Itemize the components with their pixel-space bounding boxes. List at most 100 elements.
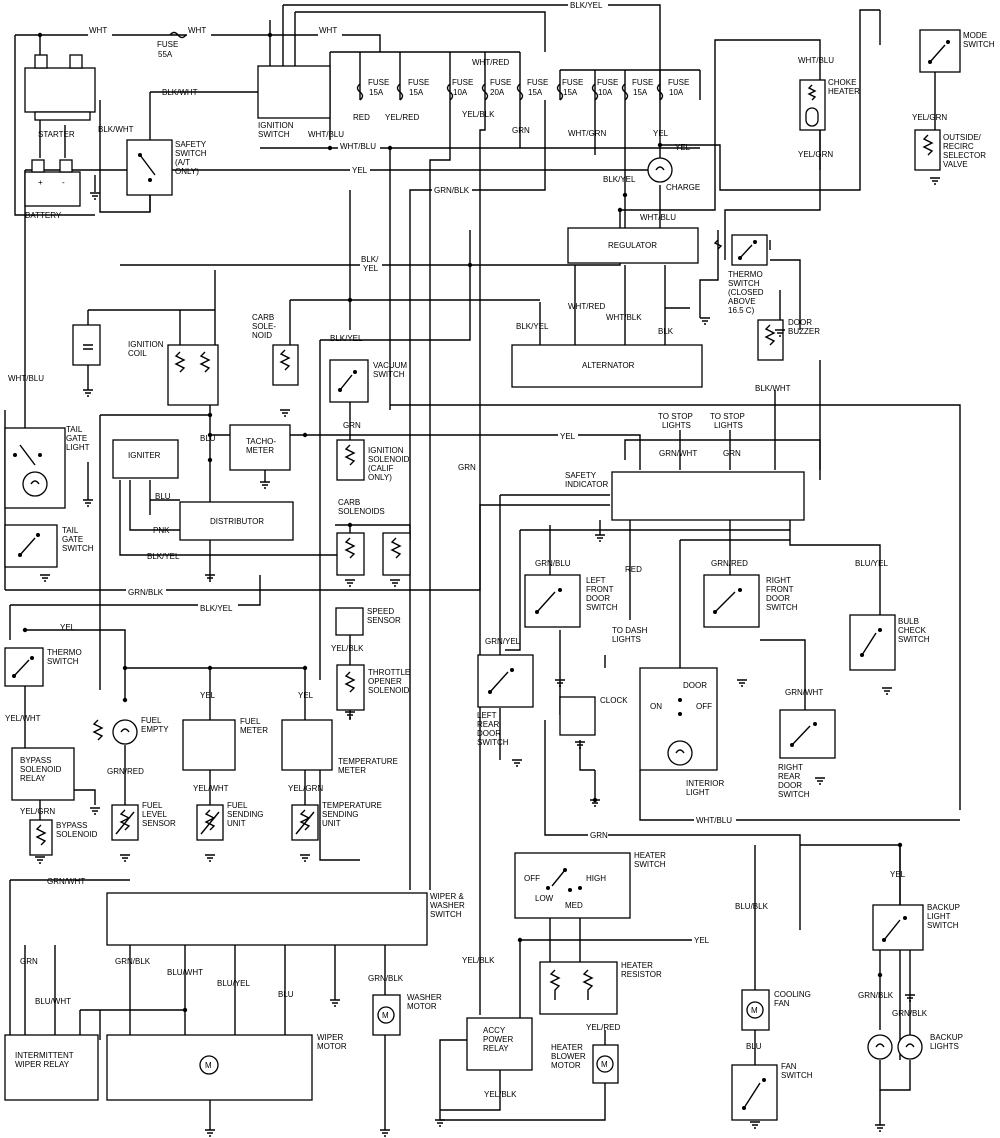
junction-dot [387, 145, 393, 151]
ground-icon [330, 999, 340, 1007]
label-line: LIGHTS [930, 1042, 959, 1051]
label-line: UNIT [227, 819, 246, 828]
tachometer: TACHO- METER [229, 424, 291, 471]
ground-icon [590, 799, 600, 807]
label-line: ONLY) [368, 473, 392, 482]
thermo-switch: THERMO SWITCH [4, 647, 82, 687]
wire-label: WHT/GRN [568, 129, 606, 138]
backup-lights: BACKUP LIGHTS [867, 1033, 963, 1060]
wire-label: YEL/BLK [462, 956, 495, 965]
to-dash-lights-label: TO DASH LIGHTS [612, 626, 648, 644]
wire-label: GRN/BLK [434, 186, 470, 195]
ground-icon [345, 711, 355, 719]
junction-dot [327, 145, 333, 151]
fuse-9: FUSE 10A [656, 78, 689, 101]
throttle-opener-label: THROTTLE [368, 668, 410, 677]
alternator: ALTERNATOR [511, 344, 703, 388]
fuse-label: FUSE [597, 78, 618, 87]
svg-text:-: - [62, 178, 65, 187]
wire-label: YEL [352, 166, 368, 175]
regulator-label: REGULATOR [608, 241, 657, 250]
wire-label: YEL/GRN [20, 807, 55, 816]
wire-label: GRN [512, 126, 530, 135]
carb-solenoids-label: CARB [338, 498, 360, 507]
wire-label: WHT/BLU [696, 816, 732, 825]
choke-heater-label: CHOKE [828, 78, 856, 87]
label-line: MOTOR [317, 1042, 347, 1051]
label-line: METER [246, 446, 274, 455]
wire [479, 100, 486, 1015]
label-line: SENDING [227, 810, 263, 819]
clock: CLOCK [559, 696, 628, 736]
fuel-empty-lamp: FUEL EMPTY [92, 716, 169, 745]
label-line: LIGHTS [612, 635, 641, 644]
cooling-fan: M COOLING FAN [741, 989, 811, 1031]
wire [579, 740, 595, 771]
label-line: DOOR [586, 594, 610, 603]
label-line: 16.5 C) [728, 306, 755, 315]
carb-solenoids: CARB SOLENOIDS [336, 498, 411, 576]
off-position-label: OFF [524, 874, 540, 883]
wire [505, 530, 521, 651]
motor-symbol: M [751, 1006, 758, 1015]
fuse-symbol [591, 83, 599, 101]
wire-label: GRN/BLU [535, 559, 571, 568]
wire-label: GRN/YEL [485, 637, 521, 646]
wire-label: WHT/BLU [340, 142, 376, 151]
label-line: BUZZER [788, 327, 820, 336]
label-line: DOOR [766, 594, 790, 603]
wire [283, 4, 661, 158]
fuse-1: FUSE 15A [356, 78, 389, 101]
ground-icon [205, 854, 215, 862]
distributor-label: DISTRIBUTOR [210, 517, 264, 526]
heater-blower-motor-label: HEATER [551, 1043, 583, 1052]
motor-symbol: M [601, 1060, 608, 1069]
wire-label: WHT/RED [568, 302, 606, 311]
ground-symbols [35, 177, 940, 1137]
cooling-fan-label: COOLING [774, 990, 811, 999]
fuse-block: FUSE 55A FUSE 15A FUSE 15A FUSE 10A FUSE… [157, 31, 689, 101]
wire [320, 230, 471, 341]
junction-dot [622, 192, 628, 198]
wire-label: GRN/WHT [785, 688, 823, 697]
wire-label: RED [625, 565, 642, 574]
fuse-symbol [356, 83, 364, 101]
ground-icon [575, 741, 585, 749]
wire-label: WHT/BLU [8, 374, 44, 383]
wire-label: BLK/YEL [200, 604, 233, 613]
wire-label: GRN/BLK [128, 588, 164, 597]
label-line: SOLENOID [20, 765, 62, 774]
accy-power-relay-label: ACCY [483, 1026, 506, 1035]
wire-label: YEL/RED [586, 1023, 620, 1032]
ground-icon [205, 574, 215, 582]
fuse-rating: 15A [369, 88, 384, 97]
backup-light-switch-label: BACKUP [927, 903, 960, 912]
label-line: METER [338, 766, 366, 775]
fuse-label: FUSE [668, 78, 689, 87]
fuse-7: FUSE 10A [591, 78, 618, 101]
throttle-opener-solenoid: THROTTLE OPENER SOLENOID [336, 664, 410, 711]
label-line: SWITCH [477, 738, 509, 747]
ground-icon [90, 192, 100, 200]
speed-sensor-label: SPEED [367, 607, 394, 616]
thermo-switch-label: THERMO [47, 648, 82, 657]
fuse-symbol [446, 83, 454, 101]
igniter: IGNITER [112, 439, 179, 479]
ignition-coil: IGNITION COIL [72, 324, 219, 406]
wire-label: YEL/BLK [462, 110, 495, 119]
wire-label: YEL [298, 691, 314, 700]
ground-icon [737, 679, 747, 687]
choke-heater: CHOKE HEATER [799, 78, 860, 131]
label-line: REAR [778, 772, 800, 781]
heater-resistor-label: HEATER [621, 961, 653, 970]
bulb-check-switch-label: BULB [898, 617, 919, 626]
fuse-symbol [556, 83, 564, 101]
wire-label: YEL [653, 129, 669, 138]
wire-label: WHT/BLU [640, 213, 676, 222]
label-line: RECIRC [943, 142, 974, 151]
speed-sensor: SPEED SENSOR [335, 607, 401, 636]
wire-label: GRN [723, 449, 741, 458]
fuse-3: FUSE 10A [446, 78, 473, 101]
wire-label: YEL [363, 264, 379, 273]
